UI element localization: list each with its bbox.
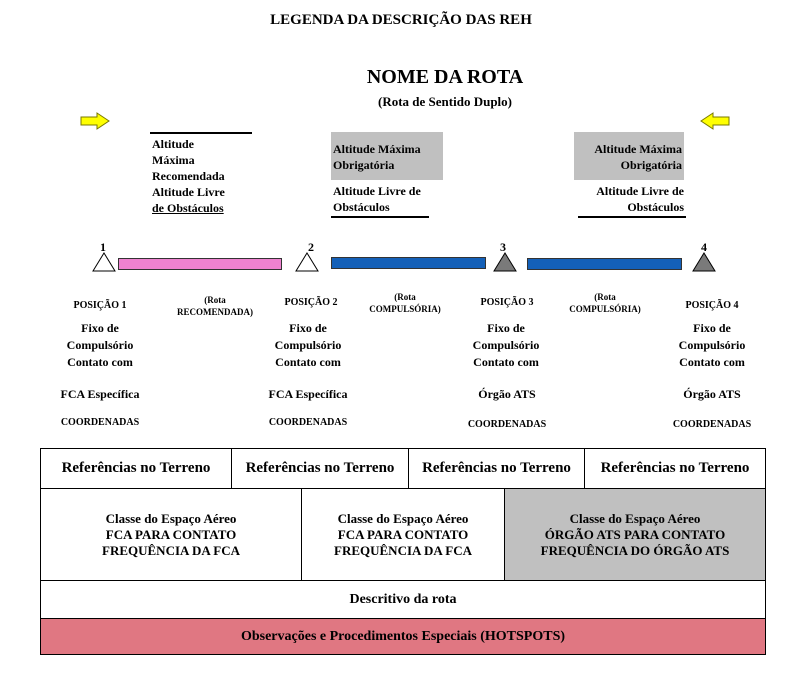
observations-row: Observações e Procedimentos Especiais (H… <box>40 618 766 655</box>
compulsory-route-segment <box>527 258 682 270</box>
airspace-class-cell: Classe do Espaço Aéreo FCA PARA CONTATO … <box>40 488 302 581</box>
segment-label: (Rota COMPULSÓRIA) <box>545 291 665 315</box>
obstacle-line <box>578 216 686 218</box>
fix-line: Compulsório <box>66 338 134 352</box>
altitude-text: Altitude Máxima <box>594 142 682 156</box>
fix-description: Fixo de Compulsório Contato com <box>662 320 762 371</box>
fix-line: Contato com <box>67 355 133 369</box>
segment-label: (Rota RECOMENDADA) <box>155 294 275 318</box>
coordinates-label: COORDENADAS <box>60 417 140 428</box>
terrain-reference-cell: Referências no Terreno <box>231 448 409 489</box>
fix-description: Fixo de Compulsório Contato com <box>50 320 150 371</box>
recommended-route-segment <box>118 258 282 270</box>
route-name: NOME DA ROTA <box>366 66 524 88</box>
fix-line: Fixo de <box>289 321 327 335</box>
position-number: 4 <box>701 240 707 254</box>
contact-label: Órgão ATS <box>683 387 741 401</box>
contact-label: FCA Específica <box>60 387 140 401</box>
segment-label-line: (Rota <box>204 295 226 305</box>
altitude-text: Recomendada <box>152 169 225 183</box>
segment-label-line: (Rota <box>594 292 616 302</box>
altitude-text: Obstáculos <box>333 200 390 214</box>
airspace-class-line: Classe do Espaço Aéreo <box>337 510 469 526</box>
segment-label-line: COMPULSÓRIA) <box>369 304 441 314</box>
compulsory-fix-icon <box>692 252 716 272</box>
obstacle-line <box>331 216 429 218</box>
altitude-text: Máxima <box>152 153 195 167</box>
fix-line: Fixo de <box>693 321 731 335</box>
fix-line: Compulsório <box>472 338 540 352</box>
fix-description: Fixo de Compulsório Contato com <box>258 320 358 371</box>
non-compulsory-fix-icon <box>92 252 116 272</box>
route-description-row: Descritivo da rota <box>40 580 766 619</box>
airspace-class-cell: Classe do Espaço Aéreo FCA PARA CONTATO … <box>301 488 505 581</box>
fix-line: Fixo de <box>487 321 525 335</box>
arrow-right-icon <box>80 112 110 130</box>
airspace-class-line: Classe do Espaço Aéreo <box>569 510 701 526</box>
terrain-reference-cell: Referências no Terreno <box>584 448 766 489</box>
position-label: POSIÇÃO 4 <box>685 300 739 311</box>
airspace-class-line: FCA PARA CONTATO <box>337 526 469 542</box>
altitude-text: Altitude Livre de <box>596 184 684 198</box>
airspace-class-line: FCA PARA CONTATO <box>105 526 237 542</box>
position-label: POSIÇÃO 3 <box>480 297 534 308</box>
coordinates-label: COORDENADAS <box>672 419 752 430</box>
airspace-class-cell-ats: Classe do Espaço Aéreo ÓRGÃO ATS PARA CO… <box>504 488 766 581</box>
altitude-text: Obrigatória <box>333 158 395 172</box>
altitude-text: Obrigatória <box>620 158 682 172</box>
altitude-max-mandatory-box: Altitude Máxima Obrigatória <box>574 132 684 180</box>
segment-label-line: COMPULSÓRIA) <box>569 304 641 314</box>
page-title: LEGENDA DA DESCRIÇÃO DAS REH <box>270 12 532 28</box>
position-label: POSIÇÃO 2 <box>284 297 338 308</box>
airspace-class-line: ÓRGÃO ATS PARA CONTATO <box>544 526 726 542</box>
airspace-class-line: FREQUÊNCIA DA FCA <box>334 542 472 558</box>
contact-label: FCA Específica <box>268 387 348 401</box>
terrain-reference-cell: Referências no Terreno <box>408 448 585 489</box>
altitude-max-line <box>150 132 252 134</box>
airspace-class-line: Classe do Espaço Aéreo <box>105 510 237 526</box>
fix-line: Contato com <box>275 355 341 369</box>
position-label: POSIÇÃO 1 <box>73 300 127 311</box>
airspace-class-line: FREQUÊNCIA DO ÓRGÃO ATS <box>540 542 730 558</box>
altitude-obstacle-block: Altitude Livre de Obstáculos <box>333 183 445 215</box>
position-number: 1 <box>100 240 106 254</box>
airspace-class-line: FREQUÊNCIA DA FCA <box>102 542 240 558</box>
fix-line: Fixo de <box>81 321 119 335</box>
contact-label: Órgão ATS <box>478 387 536 401</box>
altitude-text: Altitude Máxima <box>333 142 421 156</box>
position-number: 3 <box>500 240 506 254</box>
fix-line: Contato com <box>473 355 539 369</box>
altitude-text: Altitude Livre <box>152 185 225 199</box>
segment-label-line: RECOMENDADA) <box>177 307 253 317</box>
altitude-text: Obstáculos <box>627 200 684 214</box>
altitude-text: Altitude <box>152 137 194 151</box>
segment-label: (Rota COMPULSÓRIA) <box>345 291 465 315</box>
fix-description: Fixo de Compulsório Contato com <box>456 320 556 371</box>
altitude-obstacle-block: Altitude Livre de Obstáculos <box>560 183 684 215</box>
compulsory-route-segment <box>331 257 486 269</box>
coordinates-label: COORDENADAS <box>268 417 348 428</box>
terrain-reference-cell: Referências no Terreno <box>40 448 232 489</box>
fix-line: Contato com <box>679 355 745 369</box>
arrow-left-icon <box>700 112 730 130</box>
altitude-text: Altitude Livre de <box>333 184 421 198</box>
compulsory-fix-icon <box>493 252 517 272</box>
altitude-block-recommended: Altitude Máxima Recomendada Altitude Liv… <box>152 136 262 216</box>
segment-label-line: (Rota <box>394 292 416 302</box>
altitude-max-mandatory-box: Altitude Máxima Obrigatória <box>331 132 443 180</box>
fix-line: Compulsório <box>274 338 342 352</box>
coordinates-label: COORDENADAS <box>467 419 547 430</box>
route-subtitle: (Rota de Sentido Duplo) <box>378 94 512 109</box>
fix-line: Compulsório <box>678 338 746 352</box>
non-compulsory-fix-icon <box>295 252 319 272</box>
altitude-text: de Obstáculos <box>152 201 224 215</box>
position-number: 2 <box>308 240 314 254</box>
